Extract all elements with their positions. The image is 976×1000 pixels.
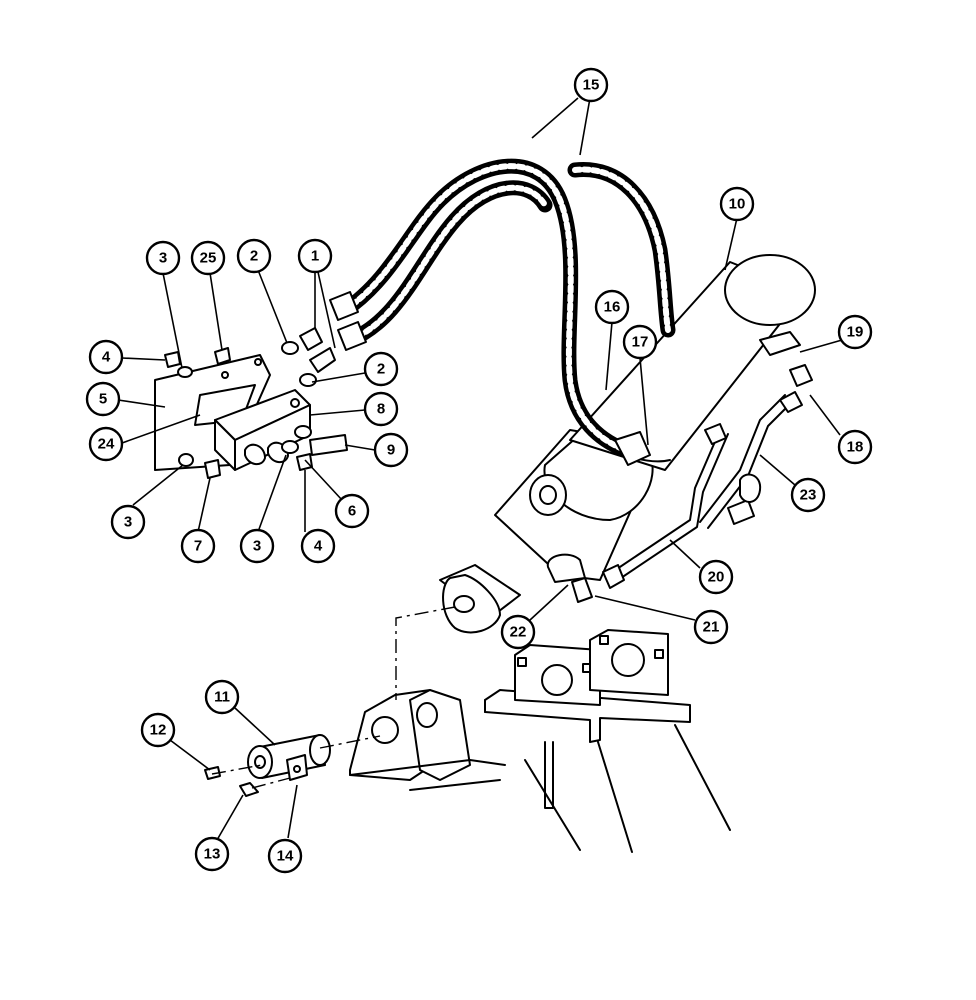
callout-18: 18 [837, 429, 873, 465]
callout-3: 3 [110, 504, 146, 540]
svg-text:13: 13 [204, 846, 221, 863]
svg-text:7: 7 [194, 538, 202, 555]
svg-text:17: 17 [632, 334, 649, 351]
callout-12: 12 [140, 712, 176, 748]
callout-14: 14 [267, 838, 303, 874]
svg-text:18: 18 [847, 439, 864, 456]
callout-13: 13 [194, 836, 230, 872]
svg-text:12: 12 [150, 722, 167, 739]
svg-text:6: 6 [348, 503, 356, 520]
svg-text:2: 2 [377, 361, 385, 378]
svg-text:4: 4 [102, 349, 111, 366]
callout-10: 10 [719, 186, 755, 222]
callout-11: 11 [204, 679, 240, 715]
svg-text:22: 22 [510, 624, 527, 641]
leader-lines [117, 97, 843, 841]
svg-text:1: 1 [311, 248, 319, 265]
callout-23: 23 [790, 477, 826, 513]
callout-8: 8 [363, 391, 399, 427]
callout-1: 1 [297, 238, 333, 274]
svg-text:8: 8 [377, 401, 385, 418]
svg-text:10: 10 [729, 196, 746, 213]
callout-9: 9 [373, 432, 409, 468]
callout-4: 4 [88, 339, 124, 375]
callout-25: 25 [190, 240, 226, 276]
svg-text:16: 16 [604, 299, 621, 316]
callout-5: 5 [85, 381, 121, 417]
svg-text:14: 14 [277, 848, 294, 865]
svg-text:4: 4 [314, 538, 323, 555]
valve-block-assembly [154, 327, 348, 479]
callout-21: 21 [693, 609, 729, 645]
pivot-pin [204, 734, 331, 797]
svg-text:9: 9 [387, 442, 395, 459]
hydraulic-cylinder [439, 254, 816, 634]
svg-text:21: 21 [703, 619, 720, 636]
callout-16: 16 [594, 289, 630, 325]
callout-22: 22 [500, 614, 536, 650]
callout-3: 3 [145, 240, 181, 276]
callout-15: 15 [573, 67, 609, 103]
svg-text:3: 3 [124, 514, 132, 531]
svg-text:24: 24 [98, 436, 115, 453]
callout-2: 2 [236, 238, 272, 274]
steel-tubes [571, 364, 813, 603]
callout-2: 2 [363, 351, 399, 387]
svg-text:25: 25 [200, 250, 217, 267]
svg-text:2: 2 [250, 248, 258, 265]
hydraulic-hoses [329, 158, 676, 466]
svg-text:3: 3 [253, 538, 261, 555]
callouts: 1 2 2 3 3 3 4 4 5 6 7 8 9 10 11 12 13 14… [85, 67, 873, 874]
svg-text:20: 20 [708, 569, 725, 586]
svg-text:11: 11 [214, 689, 230, 706]
svg-text:15: 15 [583, 77, 600, 94]
callout-19: 19 [837, 314, 873, 350]
clevis-mount [349, 689, 506, 791]
callout-4: 4 [300, 528, 336, 564]
svg-text:23: 23 [800, 487, 817, 504]
frame-structure [484, 629, 731, 853]
callout-20: 20 [698, 559, 734, 595]
callout-7: 7 [180, 528, 216, 564]
callout-17: 17 [622, 324, 658, 360]
svg-text:19: 19 [847, 324, 864, 341]
alignment-lines [211, 606, 456, 789]
svg-text:5: 5 [99, 391, 107, 408]
callout-3: 3 [239, 528, 275, 564]
callout-24: 24 [88, 426, 124, 462]
svg-text:3: 3 [159, 250, 167, 267]
callout-6: 6 [334, 493, 370, 529]
